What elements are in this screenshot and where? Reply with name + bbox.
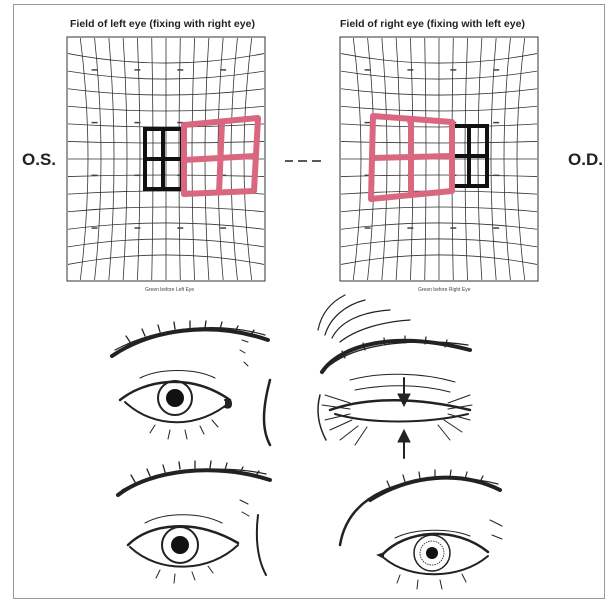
eye-bottom-right bbox=[340, 470, 502, 589]
left-reference-box bbox=[145, 129, 182, 189]
os-label: O.S. bbox=[22, 150, 56, 170]
left-field-title: Field of left eye (fixing with right eye… bbox=[70, 18, 255, 30]
normal-eye-top-left bbox=[112, 321, 270, 445]
right-reference-box bbox=[452, 126, 487, 186]
right-deviation-box bbox=[371, 116, 452, 199]
squinting-eye-top-right bbox=[318, 295, 472, 458]
connector-dashes bbox=[285, 158, 325, 164]
left-chart-overlay bbox=[66, 36, 266, 282]
right-caption: Green before Right Eye bbox=[418, 287, 471, 293]
normal-eye-bottom-left bbox=[118, 461, 270, 583]
od-label: O.D. bbox=[568, 150, 603, 170]
right-chart-overlay bbox=[339, 36, 539, 282]
left-deviation-box bbox=[184, 118, 258, 194]
right-field-title: Field of right eye (fixing with left eye… bbox=[340, 18, 525, 30]
eye-illustrations bbox=[0, 300, 611, 600]
left-caption: Green before Left Eye bbox=[145, 287, 194, 293]
